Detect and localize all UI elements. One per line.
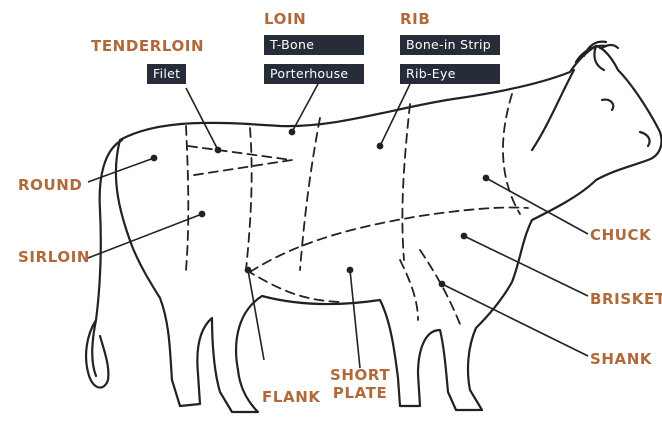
cut-line-loin-rib <box>300 118 320 270</box>
label-chuck: CHUCK <box>590 226 651 244</box>
label-short-plate-line2: PLATE <box>330 384 390 402</box>
tag-porterhouse: Porterhouse <box>264 64 364 84</box>
cut-line-tenderloin <box>188 146 292 176</box>
leader-line-shank <box>442 284 588 356</box>
label-round: ROUND <box>18 176 83 194</box>
label-tenderloin: TENDERLOIN <box>91 37 204 55</box>
dot-chuck <box>483 175 490 182</box>
dot-filet <box>215 147 222 154</box>
cut-line-plate-brisket <box>400 260 418 320</box>
label-loin: LOIN <box>264 10 306 28</box>
leader-line-sirloin <box>88 214 202 258</box>
leader-line-filet <box>186 88 218 150</box>
leader-line-round <box>88 158 154 182</box>
dot-flank <box>245 267 252 274</box>
tag-rib-eye: Rib-Eye <box>400 64 500 84</box>
dot-brisket <box>461 233 468 240</box>
cut-line-round-sirloin <box>186 126 188 270</box>
label-rib: RIB <box>400 10 430 28</box>
tag-bone-in-strip: Bone-in Strip <box>400 35 500 55</box>
tag-filet: Filet <box>147 64 186 84</box>
label-short-plate-line1: SHORT <box>330 366 390 384</box>
leader-line-flank <box>248 270 264 360</box>
label-flank: FLANK <box>262 388 321 406</box>
leader-line-chuck <box>486 178 588 234</box>
dot-round <box>151 155 158 162</box>
cut-line-rib-chuck <box>402 104 410 260</box>
cow-head-details <box>532 46 650 150</box>
cut-line-sirloin-loin <box>246 128 252 270</box>
cut-line-shank <box>420 250 460 324</box>
tag-t-bone: T-Bone <box>264 35 364 55</box>
dot-loin <box>289 129 296 136</box>
label-short-plate: SHORT PLATE <box>330 366 390 402</box>
leader-line-brisket <box>464 236 588 296</box>
label-brisket: BRISKET <box>590 290 662 308</box>
label-shank: SHANK <box>590 350 652 368</box>
leader-line-rib <box>380 84 410 146</box>
label-sirloin: SIRLOIN <box>18 248 90 266</box>
cut-line-lower-belly <box>250 207 528 272</box>
dot-sirloin <box>199 211 206 218</box>
dot-shank <box>439 281 446 288</box>
leader-line-short-plate <box>350 270 360 368</box>
dot-short-plate <box>347 267 354 274</box>
dot-rib <box>377 143 384 150</box>
